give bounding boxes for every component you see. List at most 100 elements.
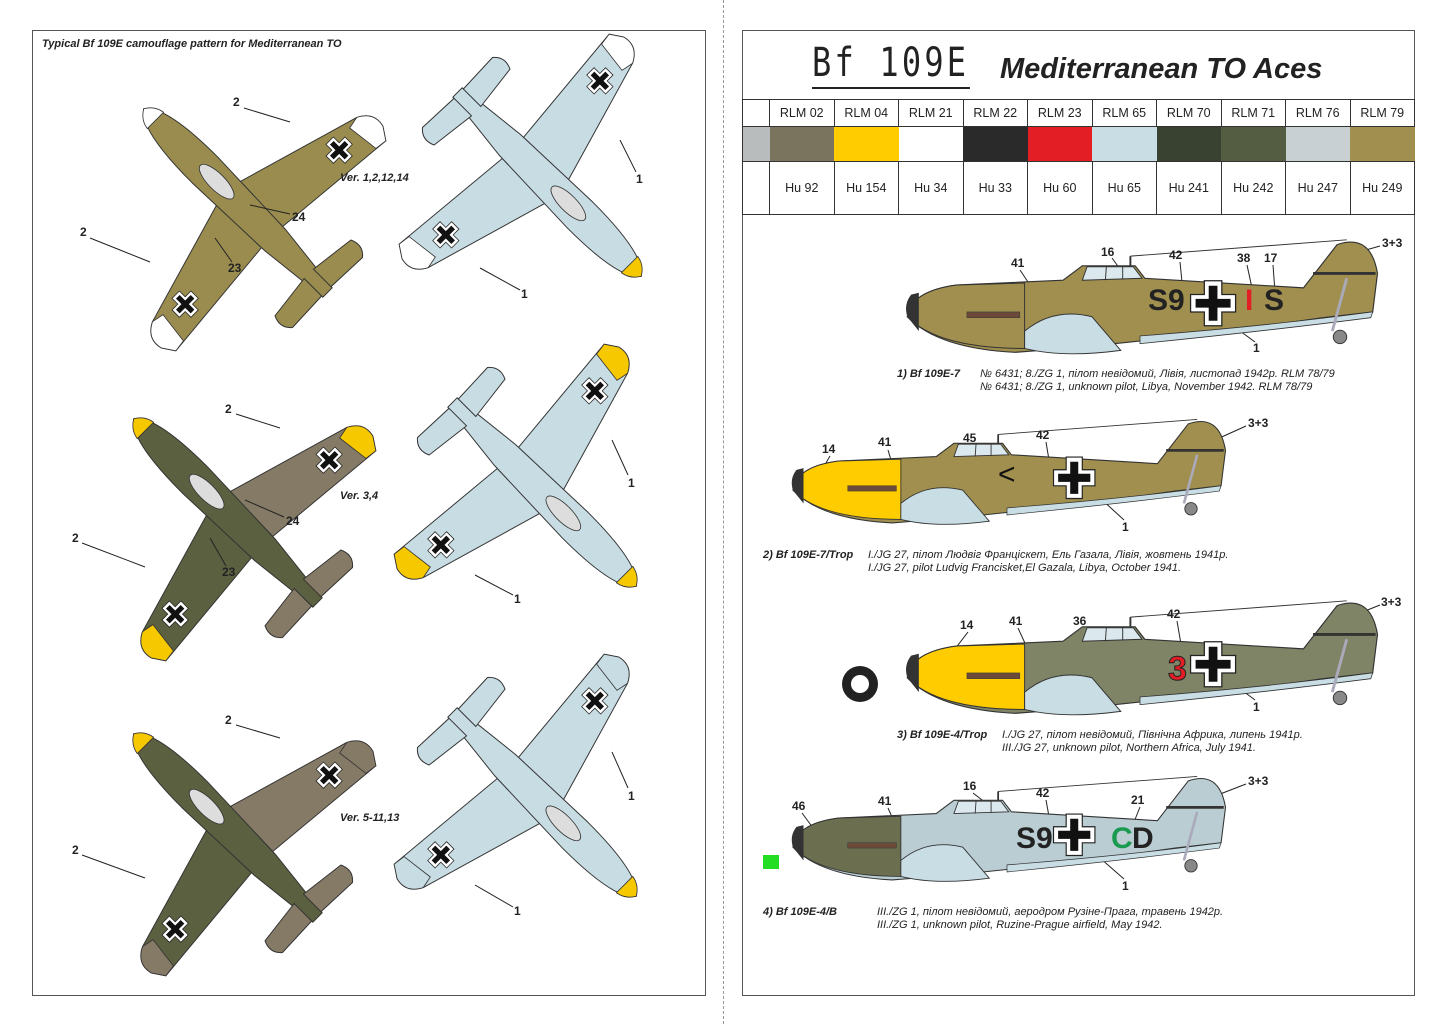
blank-swatch — [742, 126, 770, 162]
version-label: Ver. 3,4 — [340, 490, 379, 502]
color-swatch — [1221, 126, 1286, 162]
caption-en: III./ZG 1, unknown pilot, Ruzine-Prague … — [877, 919, 1163, 931]
callout-number: 1 — [521, 287, 528, 301]
bottom-view-ver-3 — [375, 650, 705, 950]
callout-number: 16 — [1101, 245, 1115, 259]
fuselage-code-right: D — [1132, 822, 1154, 855]
aces-profiles-panel — [742, 30, 1415, 996]
fuselage-chevron: < — [998, 458, 1016, 491]
profile-4-caption: 4) Bf 109E-4/B III./ZG 1, пілот невідомий… — [763, 906, 1223, 932]
color-swatch — [898, 126, 963, 162]
humbrol-code: Hu 60 — [1027, 161, 1093, 215]
callout-number: 46 — [792, 799, 806, 813]
callout-number: 3+3 — [1248, 416, 1269, 430]
profile-2-caption: 2) Bf 109E-7/Trop I./JG 27, пілот Людвіг … — [763, 549, 1228, 575]
callout-number: 1 — [628, 476, 635, 490]
callout-number: 2 — [72, 531, 79, 545]
profile-3-side-view — [895, 596, 1385, 721]
callout-number: 23 — [222, 565, 236, 579]
cut-line-divider — [723, 0, 724, 1024]
callout-number: 1 — [514, 904, 521, 918]
color-swatch — [769, 126, 834, 162]
callout-number: 3+3 — [1382, 236, 1403, 250]
fuselage-code-left: S9 — [1148, 284, 1185, 317]
rlm-code: RLM 79 — [1349, 99, 1415, 127]
humbrol-code: Hu 242 — [1220, 161, 1286, 215]
callout-number: 41 — [878, 794, 892, 808]
blank-cell — [742, 99, 770, 127]
rlm-code: RLM 21 — [898, 99, 964, 127]
rlm-code: RLM 22 — [962, 99, 1028, 127]
color-swatch — [834, 126, 899, 162]
rlm-code: RLM 65 — [1091, 99, 1157, 127]
rlm-code: RLM 70 — [1156, 99, 1222, 127]
callout-number: 1 — [1122, 520, 1129, 534]
callout-number: 16 — [963, 779, 977, 793]
callout-number: 41 — [878, 435, 892, 449]
callout-number: 42 — [1167, 607, 1181, 621]
callout-number: 41 — [1011, 256, 1025, 270]
camouflage-title: Typical Bf 109E camouflage pattern for M… — [42, 38, 342, 50]
caption-ua: I./JG 27, пілот Людвіг Франціскет, Ель Г… — [868, 549, 1229, 561]
callout-number: 45 — [963, 431, 977, 445]
humbrol-code: Hu 34 — [898, 161, 964, 215]
callout-number: 1 — [514, 592, 521, 606]
profile-model: 1) Bf 109E-7 — [897, 368, 960, 380]
color-swatch — [1092, 126, 1157, 162]
bottom-view-ver-2 — [375, 340, 705, 640]
callout-number: 24 — [286, 514, 300, 528]
callout-number: 42 — [1036, 786, 1050, 800]
caption-ua: № 6431; 8./ZG 1, пілот невідомий, Лівія,… — [980, 368, 1335, 380]
spinner-front-view — [842, 666, 878, 702]
callout-number: 23 — [228, 261, 242, 275]
rlm-code: RLM 23 — [1027, 99, 1093, 127]
caption-en: III./JG 27, unknown pilot, Northern Afri… — [1002, 742, 1256, 754]
version-label: Ver. 5-11,13 — [340, 812, 400, 824]
fuselage-number: 3 — [1168, 650, 1188, 689]
caption-ua: III./ZG 1, пілот невідомий, аеродром Руз… — [877, 906, 1224, 918]
caption-en: № 6431; 8./ZG 1, unknown pilot, Libya, N… — [980, 381, 1313, 393]
callout-number: 2 — [80, 225, 87, 239]
humbrol-code: Hu 249 — [1349, 161, 1415, 215]
profile-1-side-view — [895, 235, 1385, 360]
fuselage-code-left: S9 — [1016, 822, 1053, 855]
sheet-title: Mediterranean TO Aces — [1000, 53, 1323, 85]
color-swatch — [1156, 126, 1221, 162]
green-spinner — [763, 855, 779, 869]
rlm-code: RLM 04 — [833, 99, 899, 127]
color-swatch — [1027, 126, 1092, 162]
fuselage-code-right: S — [1264, 284, 1285, 317]
color-swatch — [1285, 126, 1350, 162]
callout-number: 41 — [1009, 614, 1023, 628]
fuselage-code-mid: I — [1245, 284, 1254, 317]
bottom-view-ver-1 — [380, 30, 710, 330]
profile-model: 4) Bf 109E-4/B — [763, 906, 837, 918]
logo-underline — [812, 87, 970, 89]
callout-number: 38 — [1237, 251, 1251, 265]
callout-number: 3+3 — [1248, 774, 1269, 788]
top-view-ver-1 — [75, 55, 405, 355]
callout-number: 1 — [628, 789, 635, 803]
profile-model: 2) Bf 109E-7/Trop — [763, 549, 854, 561]
rlm-code: RLM 76 — [1285, 99, 1351, 127]
callout-number: 2 — [72, 843, 79, 857]
profile-model: 3) Bf 109E-4/Trop — [897, 729, 988, 741]
callout-number: 1 — [1253, 700, 1260, 714]
callout-number: 42 — [1036, 428, 1050, 442]
rlm-code: RLM 71 — [1220, 99, 1286, 127]
humbrol-code: Hu 241 — [1156, 161, 1222, 215]
humbrol-code: Hu 92 — [769, 161, 835, 215]
humbrol-code: Hu 247 — [1285, 161, 1351, 215]
callout-number: 17 — [1264, 251, 1278, 265]
version-label: Ver. 1,2,12,14 — [340, 172, 409, 184]
callout-number: 14 — [822, 442, 836, 456]
callout-number: 36 — [1073, 614, 1087, 628]
humbrol-code: Hu 33 — [962, 161, 1028, 215]
callout-number: 1 — [1122, 879, 1129, 893]
callout-number: 2 — [233, 95, 240, 109]
rlm-code: RLM 02 — [769, 99, 835, 127]
callout-number: 2 — [225, 402, 232, 416]
callout-number: 42 — [1169, 248, 1183, 262]
